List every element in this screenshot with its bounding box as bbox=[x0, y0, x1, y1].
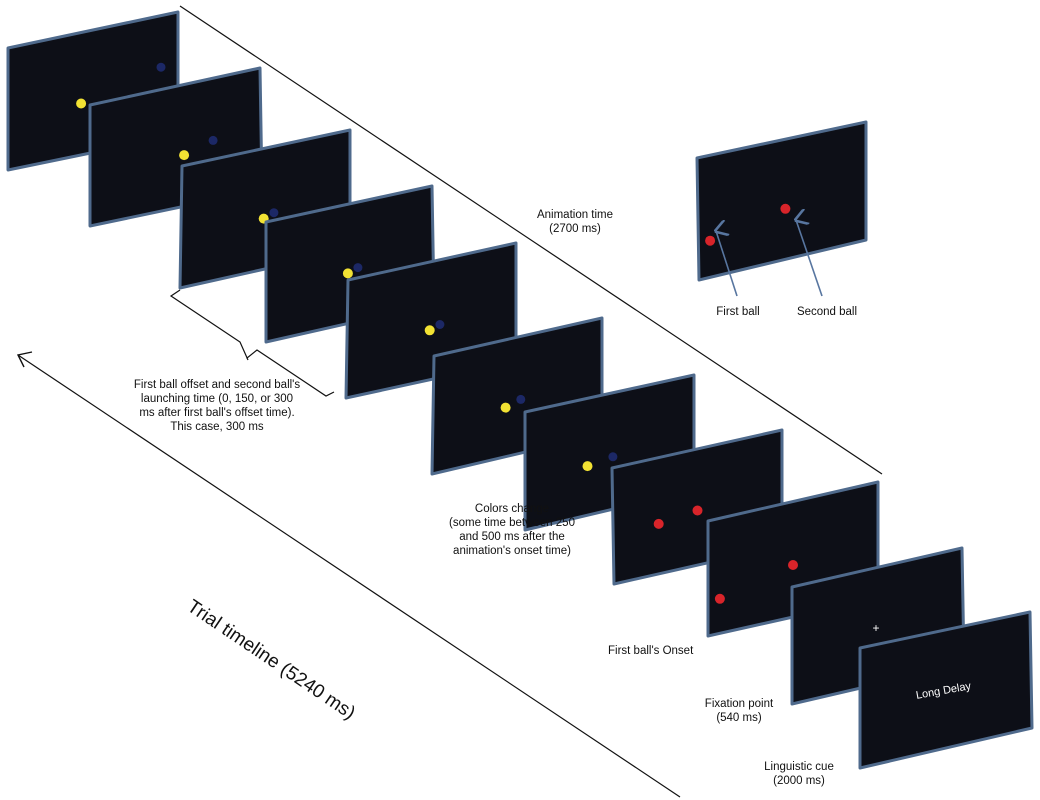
yellow-ball bbox=[179, 150, 190, 161]
offset-label: First ball offset and second ball's laun… bbox=[104, 378, 330, 434]
first-ball-onset-label: First ball's Onset bbox=[608, 645, 694, 657]
offset-label-line: launching time (0, 150, or 300 bbox=[140, 393, 294, 405]
blue-ball bbox=[156, 62, 166, 72]
fixation-label-title: Fixation point bbox=[704, 698, 774, 710]
offset-label-line: This case, 300 ms bbox=[170, 421, 264, 433]
animation-time-title: Animation time bbox=[536, 209, 614, 221]
screen-frame bbox=[858, 610, 1034, 770]
linguistic-cue-duration: (2000 ms) bbox=[773, 775, 825, 787]
screen-frame bbox=[695, 120, 868, 282]
colors-change-line: (some time between 250 bbox=[449, 517, 575, 529]
second-ball-arrow bbox=[796, 220, 823, 297]
offset-label-line: First ball offset and second ball's bbox=[133, 379, 301, 391]
blue-ball bbox=[353, 263, 363, 273]
screens-layer bbox=[6, 10, 1034, 770]
first-ball-label: First ball bbox=[716, 306, 760, 318]
linguistic-cue-label: Linguistic cue (2000 ms) bbox=[749, 760, 849, 788]
red-ball bbox=[714, 593, 725, 604]
blue-ball bbox=[208, 135, 218, 145]
colors-change-line: Colors change bbox=[474, 503, 550, 515]
red-ball bbox=[705, 235, 716, 246]
offset-bracket bbox=[169, 289, 335, 397]
fixation-label-duration: (540 ms) bbox=[716, 712, 762, 724]
yellow-ball bbox=[424, 325, 435, 336]
yellow-ball bbox=[342, 268, 353, 279]
yellow-ball bbox=[76, 98, 87, 109]
colors-change-label: Colors change (some time between 250 and… bbox=[432, 502, 592, 558]
animation-time-duration: (2700 ms) bbox=[549, 223, 601, 235]
yellow-ball bbox=[500, 402, 511, 413]
blue-ball bbox=[269, 208, 279, 218]
blue-ball bbox=[608, 452, 618, 462]
yellow-ball bbox=[582, 461, 593, 472]
red-ball bbox=[788, 560, 798, 570]
blue-ball bbox=[435, 320, 445, 329]
animation-time-label: Animation time (2700 ms) bbox=[520, 208, 630, 236]
second-ball-label: Second ball bbox=[796, 306, 858, 318]
fixation-label: Fixation point (540 ms) bbox=[694, 697, 784, 725]
red-ball bbox=[780, 203, 791, 214]
animation-time-line bbox=[179, 5, 883, 475]
screen-example bbox=[695, 120, 868, 282]
red-ball bbox=[653, 518, 664, 529]
blue-ball bbox=[516, 394, 526, 404]
first-ball-arrow bbox=[716, 231, 738, 297]
red-ball bbox=[692, 505, 703, 516]
trial-timeline-arrowhead bbox=[16, 351, 33, 368]
colors-change-line: animation's onset time) bbox=[453, 545, 571, 557]
colors-change-line: and 500 ms after the bbox=[459, 531, 565, 543]
screen-linguistic-cue bbox=[858, 610, 1034, 770]
offset-label-line: ms after first ball's offset time). bbox=[139, 407, 295, 419]
linguistic-cue-title: Linguistic cue bbox=[764, 761, 834, 773]
trial-timeline-line bbox=[17, 354, 681, 798]
